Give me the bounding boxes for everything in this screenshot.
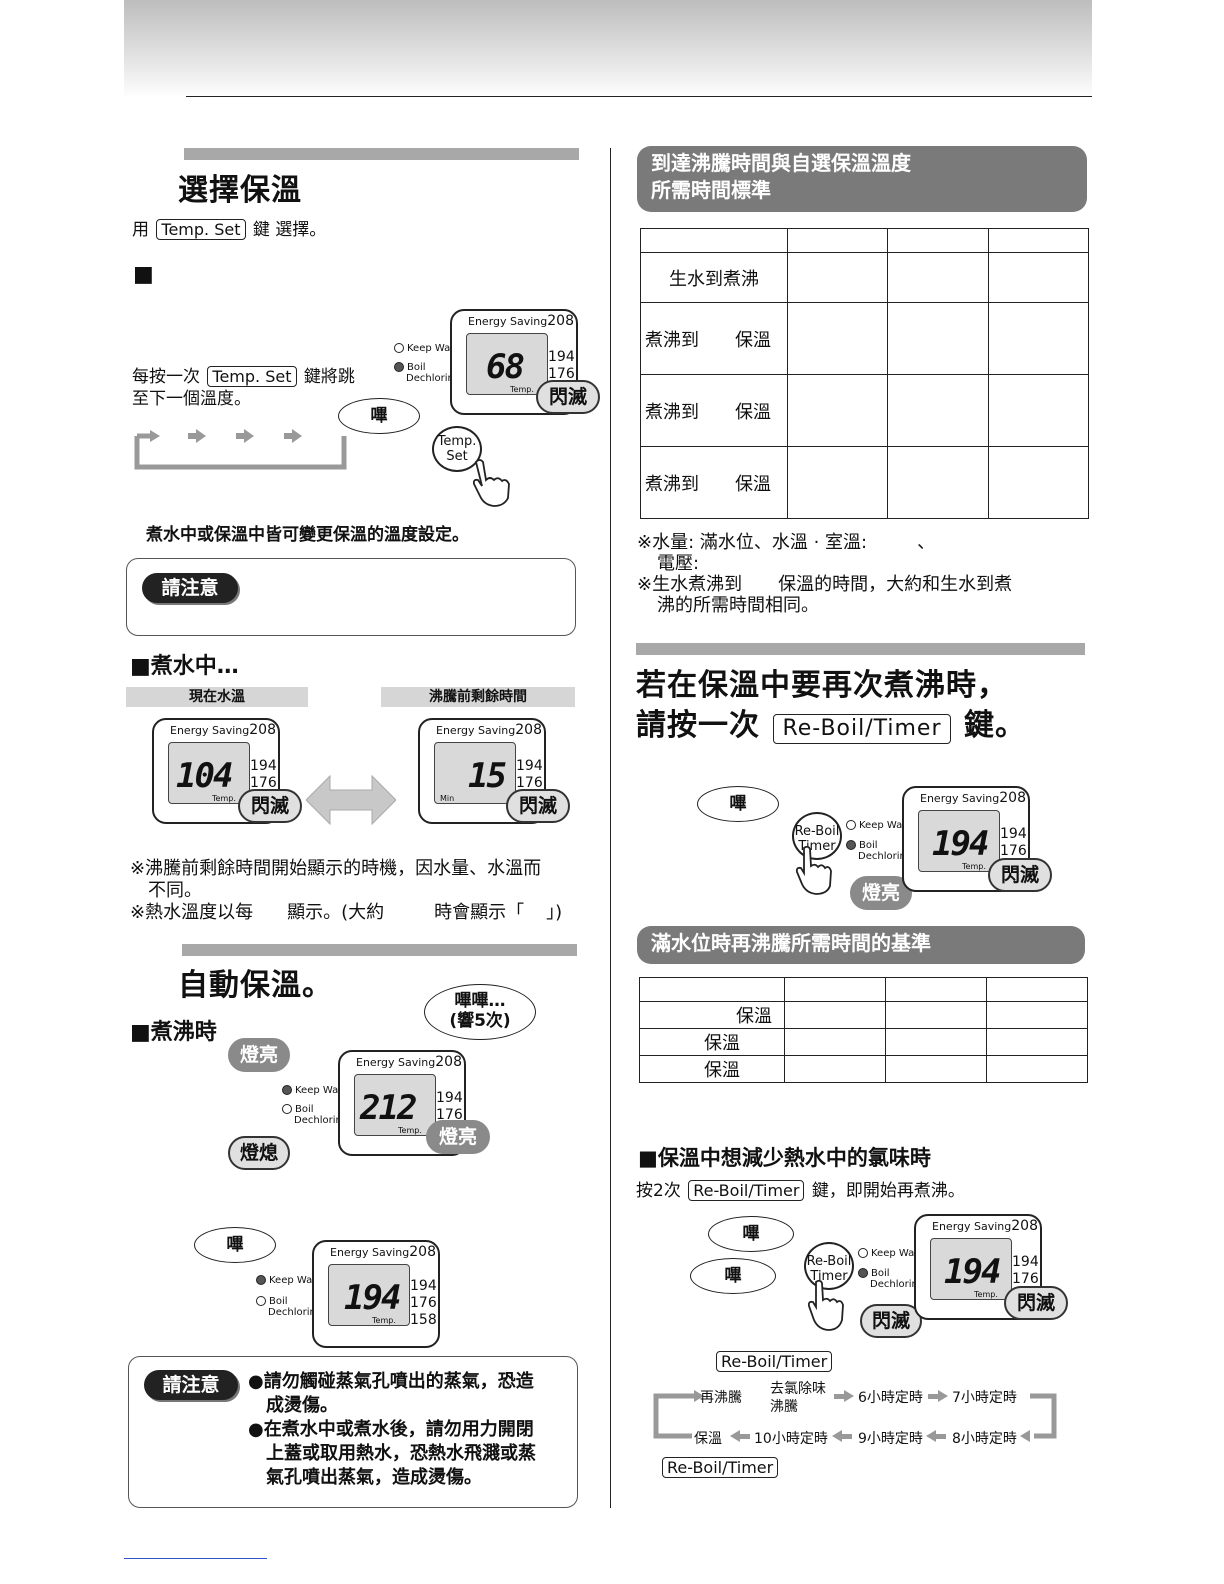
caution-label-1: 請注意 (142, 573, 238, 603)
blink-badge-select: 閃滅 (536, 380, 600, 414)
timer-cycle-loop (653, 1390, 1057, 1442)
header-rule (186, 96, 1092, 97)
table-notes: ※水量: 滿水位、水溫 · 室溫:、 電壓: ※生水煮沸到保溫的時間，大約和生水… (637, 532, 1013, 616)
beeps-bubble: 嗶嗶…(響5次) (424, 984, 536, 1040)
lcd-digits-select: 68 (486, 347, 525, 387)
cycle-6h: 6小時定時 (858, 1390, 923, 1406)
boil-dot (394, 362, 404, 372)
temp-cycle-arrows (134, 429, 347, 470)
auto-title: 自動保溫。 (178, 968, 333, 1003)
beep-bubble-dechlor-2: 嗶 (690, 1258, 776, 1294)
indicator-keep-warm-dechlor: Keep Warm (858, 1248, 928, 1259)
each-press-text: 每按一次 Temp. Set 鍵將跳 至下一個溫度。 (132, 366, 355, 409)
bullet-square: ■ (133, 262, 154, 287)
cycle-10h: 10小時定時 (754, 1431, 828, 1447)
caution-box-1 (126, 558, 576, 636)
off-badge-boil: 燈熄 (228, 1136, 290, 1170)
indicator-keep-warm: Keep Warm (394, 343, 464, 354)
section-bar-select (184, 148, 579, 160)
reboil-timer-key-cycle-bottom: Re-Boil/Timer (662, 1457, 779, 1478)
auto-heading: ■煮沸時 (130, 1020, 217, 1045)
beep-bubble-dechlor-1: 嗶 (708, 1216, 794, 1252)
cycle-7h: 7小時定時 (952, 1390, 1017, 1406)
cycle-8h: 8小時定時 (952, 1431, 1017, 1447)
boiling-heading: ■煮水中… (130, 654, 239, 679)
boiling-notes: ※沸騰前剩餘時間開始顯示的時機，因水量、水溫而 不同。 ※熱水溫度以每顯示。(大… (130, 858, 563, 923)
temp-set-button[interactable]: Temp. Set (432, 426, 482, 472)
indicator-keep-warm-on: Keep Warm (282, 1085, 352, 1096)
reboil-title-line1: 若在保溫中要再次煮沸時， (636, 668, 1008, 703)
current-temp-label: 現在水溫 (126, 687, 308, 707)
boil-time-table: 生水到煮沸 煮沸到保溫 煮沸到保溫 煮沸到保溫 (640, 228, 1090, 519)
reboil-title-line2: 請按一次 Re-Boil/Timer 鍵。 (636, 708, 1026, 744)
caution-warnings: ●請勿觸碰蒸氣孔噴出的蒸氣，恐造 成燙傷。 ●在煮水中或煮水後，請勿用力開閉 上… (248, 1371, 536, 1488)
beep-bubble: 嗶 (338, 398, 420, 434)
lit-badge-keepwarm: 燈亮 (228, 1038, 290, 1072)
indicator-keep-warm-reboil: Keep Warm (846, 820, 916, 831)
blink-badge-current: 閃滅 (238, 789, 302, 823)
indicator-keep-warm-on-2: Keep Warm (256, 1275, 326, 1286)
reboil-timer-key: Re-Boil/Timer (773, 714, 951, 744)
pointing-hand-icon-dechlor (807, 1280, 844, 1331)
blink-badge-remaining: 閃滅 (506, 789, 570, 823)
keep-warm-dot (394, 343, 404, 353)
dechlor-heading: ■保溫中想減少熱水中的氯味時 (638, 1146, 931, 1170)
footer-rule (124, 1558, 267, 1559)
lit-badge-reboil: 燈亮 (850, 876, 912, 910)
select-title: 選擇保溫 (178, 173, 302, 208)
reboil-time-table: 保溫 保溫 保溫 (639, 977, 1088, 1083)
select-instruction: 用 Temp. Set 鍵 選擇。 (132, 219, 327, 240)
blink-badge-reboil: 閃滅 (988, 858, 1052, 892)
cycle-9h: 9小時定時 (858, 1431, 923, 1447)
pointing-hand-icon (472, 459, 510, 507)
dechlor-instruction: 按2次 Re-Boil/Timer 鍵，即開始再煮沸。 (636, 1180, 965, 1201)
section-bar-reboil (636, 643, 1085, 655)
caution-box-2 (128, 1356, 578, 1508)
section-bar-auto (182, 944, 577, 956)
blink-badge-dechlor: 閃滅 (1004, 1286, 1068, 1320)
temp-set-key: Temp. Set (156, 219, 246, 240)
lit-badge-display: 燈亮 (426, 1120, 490, 1154)
reboil-timer-key-cycle-top: Re-Boil/Timer (716, 1351, 833, 1372)
temp-set-key-inline: Temp. Set (207, 366, 297, 387)
cycle-keep: 保溫 (694, 1431, 722, 1447)
change-note: 煮水中或保溫中皆可變更保溫的溫度設定。 (146, 525, 469, 545)
header-band (124, 0, 1092, 98)
caution-label-2: 請注意 (144, 1370, 238, 1400)
double-arrow-icon (306, 774, 396, 826)
blink-badge-dechlor-indicator: 閃滅 (860, 1304, 922, 1338)
beep-bubble-reboil: 嗶 (697, 786, 779, 822)
banner-full-reboil: 滿水位時再沸騰所需時間的基準 (637, 926, 1085, 964)
pointing-hand-icon-reboil (795, 846, 832, 895)
reboil-timer-key-inline: Re-Boil/Timer (688, 1180, 805, 1201)
remaining-time-label: 沸騰前剩餘時間 (381, 687, 575, 707)
column-divider (610, 148, 611, 1508)
banner-boil-time: 到達沸騰時間與自選保溫溫度 所需時間標準 (637, 146, 1087, 212)
beep-bubble-auto: 嗶 (194, 1227, 276, 1263)
cycle-dechlor: 去氯除味沸騰 (770, 1381, 826, 1415)
cycle-reboil: 再沸騰 (700, 1390, 742, 1406)
